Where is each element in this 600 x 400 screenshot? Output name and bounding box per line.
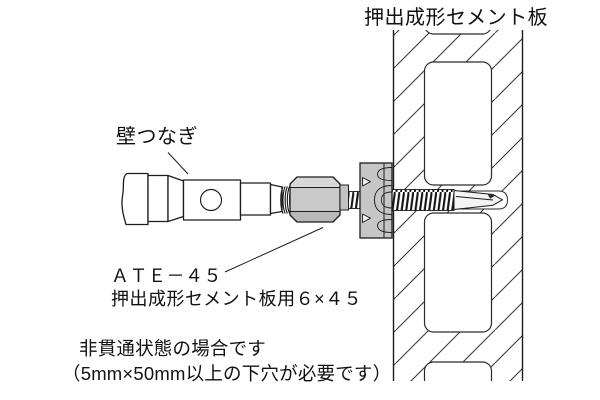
note-line2: （5mm×50mm以上の下穴が必要です） xyxy=(62,363,391,384)
core-hole-bottom xyxy=(423,361,493,381)
product-spec-label: 押出成形セメント板用６×４５ xyxy=(111,289,362,309)
tie-ring-band xyxy=(147,174,169,223)
leader-lines xyxy=(167,152,324,273)
plate-anchor-dome-outer xyxy=(373,185,393,215)
tie-barrel xyxy=(182,179,242,221)
plate-scallop-bottom xyxy=(377,219,393,233)
core-hole-lower xyxy=(423,212,493,333)
core-hole-upper xyxy=(423,61,493,186)
core-hole-top xyxy=(425,30,491,35)
product-leader-line xyxy=(224,227,324,273)
plate-anchor-dome-inner xyxy=(381,191,393,209)
plate-arrow-top xyxy=(362,177,371,187)
fixing-plate xyxy=(359,162,393,239)
tie-cut-tube xyxy=(121,172,149,226)
hex-nut xyxy=(289,176,349,223)
wall-tie-label: 壁つなぎ xyxy=(116,125,198,148)
drill-tip-notch xyxy=(487,193,496,199)
wall-tie xyxy=(121,172,283,226)
board-material-label: 押出成形セメント板 xyxy=(364,6,548,29)
note-line1: 非貫通状態の場合です xyxy=(79,338,266,359)
board-core-holes xyxy=(423,30,493,381)
product-model-label: ＡＴＥ－４５ xyxy=(111,266,222,286)
tie-cylinder xyxy=(239,182,272,216)
screw xyxy=(348,189,503,211)
plate-arrow-bottom xyxy=(362,213,371,223)
wall-tie-leader-line xyxy=(167,152,189,175)
tie-pin-hole xyxy=(199,188,223,212)
nut-collar xyxy=(339,184,349,211)
tie-taper xyxy=(167,174,185,223)
plate-scallop-top xyxy=(377,167,393,181)
drill-tip-flute xyxy=(455,196,494,201)
